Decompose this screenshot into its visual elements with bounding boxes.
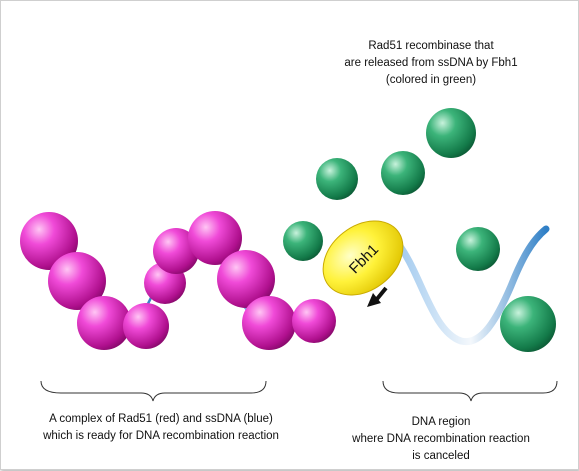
rad51-released-sphere: [500, 296, 556, 352]
movement-arrow-icon: [367, 286, 388, 307]
caption-line: are released from ssDNA by Fbh1: [344, 57, 518, 69]
rad51-bound-sphere: [242, 296, 296, 350]
right-brace: [382, 380, 558, 402]
rad51-released-sphere: [456, 227, 500, 271]
rad51-bound-sphere: [188, 211, 242, 265]
caption-line: which is ready for DNA recombination rea…: [43, 430, 279, 442]
rad51-bound-sphere: [153, 228, 199, 274]
rad51-released-sphere: [381, 151, 425, 195]
rad51-released-sphere: [426, 108, 476, 158]
rad51-ssdna-complex-caption: A complex of Rad51 (red) and ssDNA (blue…: [11, 411, 311, 445]
rad51-bound-sphere: [77, 296, 131, 350]
rad51-bound-sphere: [292, 299, 336, 343]
caption-line: (colored in green): [385, 74, 477, 86]
canceled-region-caption: DNA region where DNA recombination react…: [331, 414, 551, 465]
rad51-released-sphere: [316, 158, 358, 200]
fbh1-helicase: Fbh1: [322, 220, 404, 296]
ssdna-strand-free: [392, 225, 550, 346]
rad51-released-sphere: [283, 221, 323, 261]
caption-line: DNA region: [411, 416, 471, 428]
released-rad51-caption: Rad51 recombinase that are released from…: [301, 38, 561, 89]
caption-line: where DNA recombination reaction: [352, 433, 530, 445]
rad51-bound-group: [20, 211, 336, 350]
rad51-bound-sphere: [123, 303, 169, 349]
caption-line: is canceled: [412, 450, 470, 462]
rad51-bound-sphere: [217, 250, 275, 308]
fbh1-body: [322, 220, 404, 296]
left-brace: [40, 380, 267, 402]
rad51-released-group: [283, 108, 556, 352]
caption-line: Rad51 recombinase that: [368, 40, 494, 52]
rad51-bound-sphere: [48, 252, 106, 310]
caption-line: A complex of Rad51 (red) and ssDNA (blue…: [49, 413, 273, 425]
